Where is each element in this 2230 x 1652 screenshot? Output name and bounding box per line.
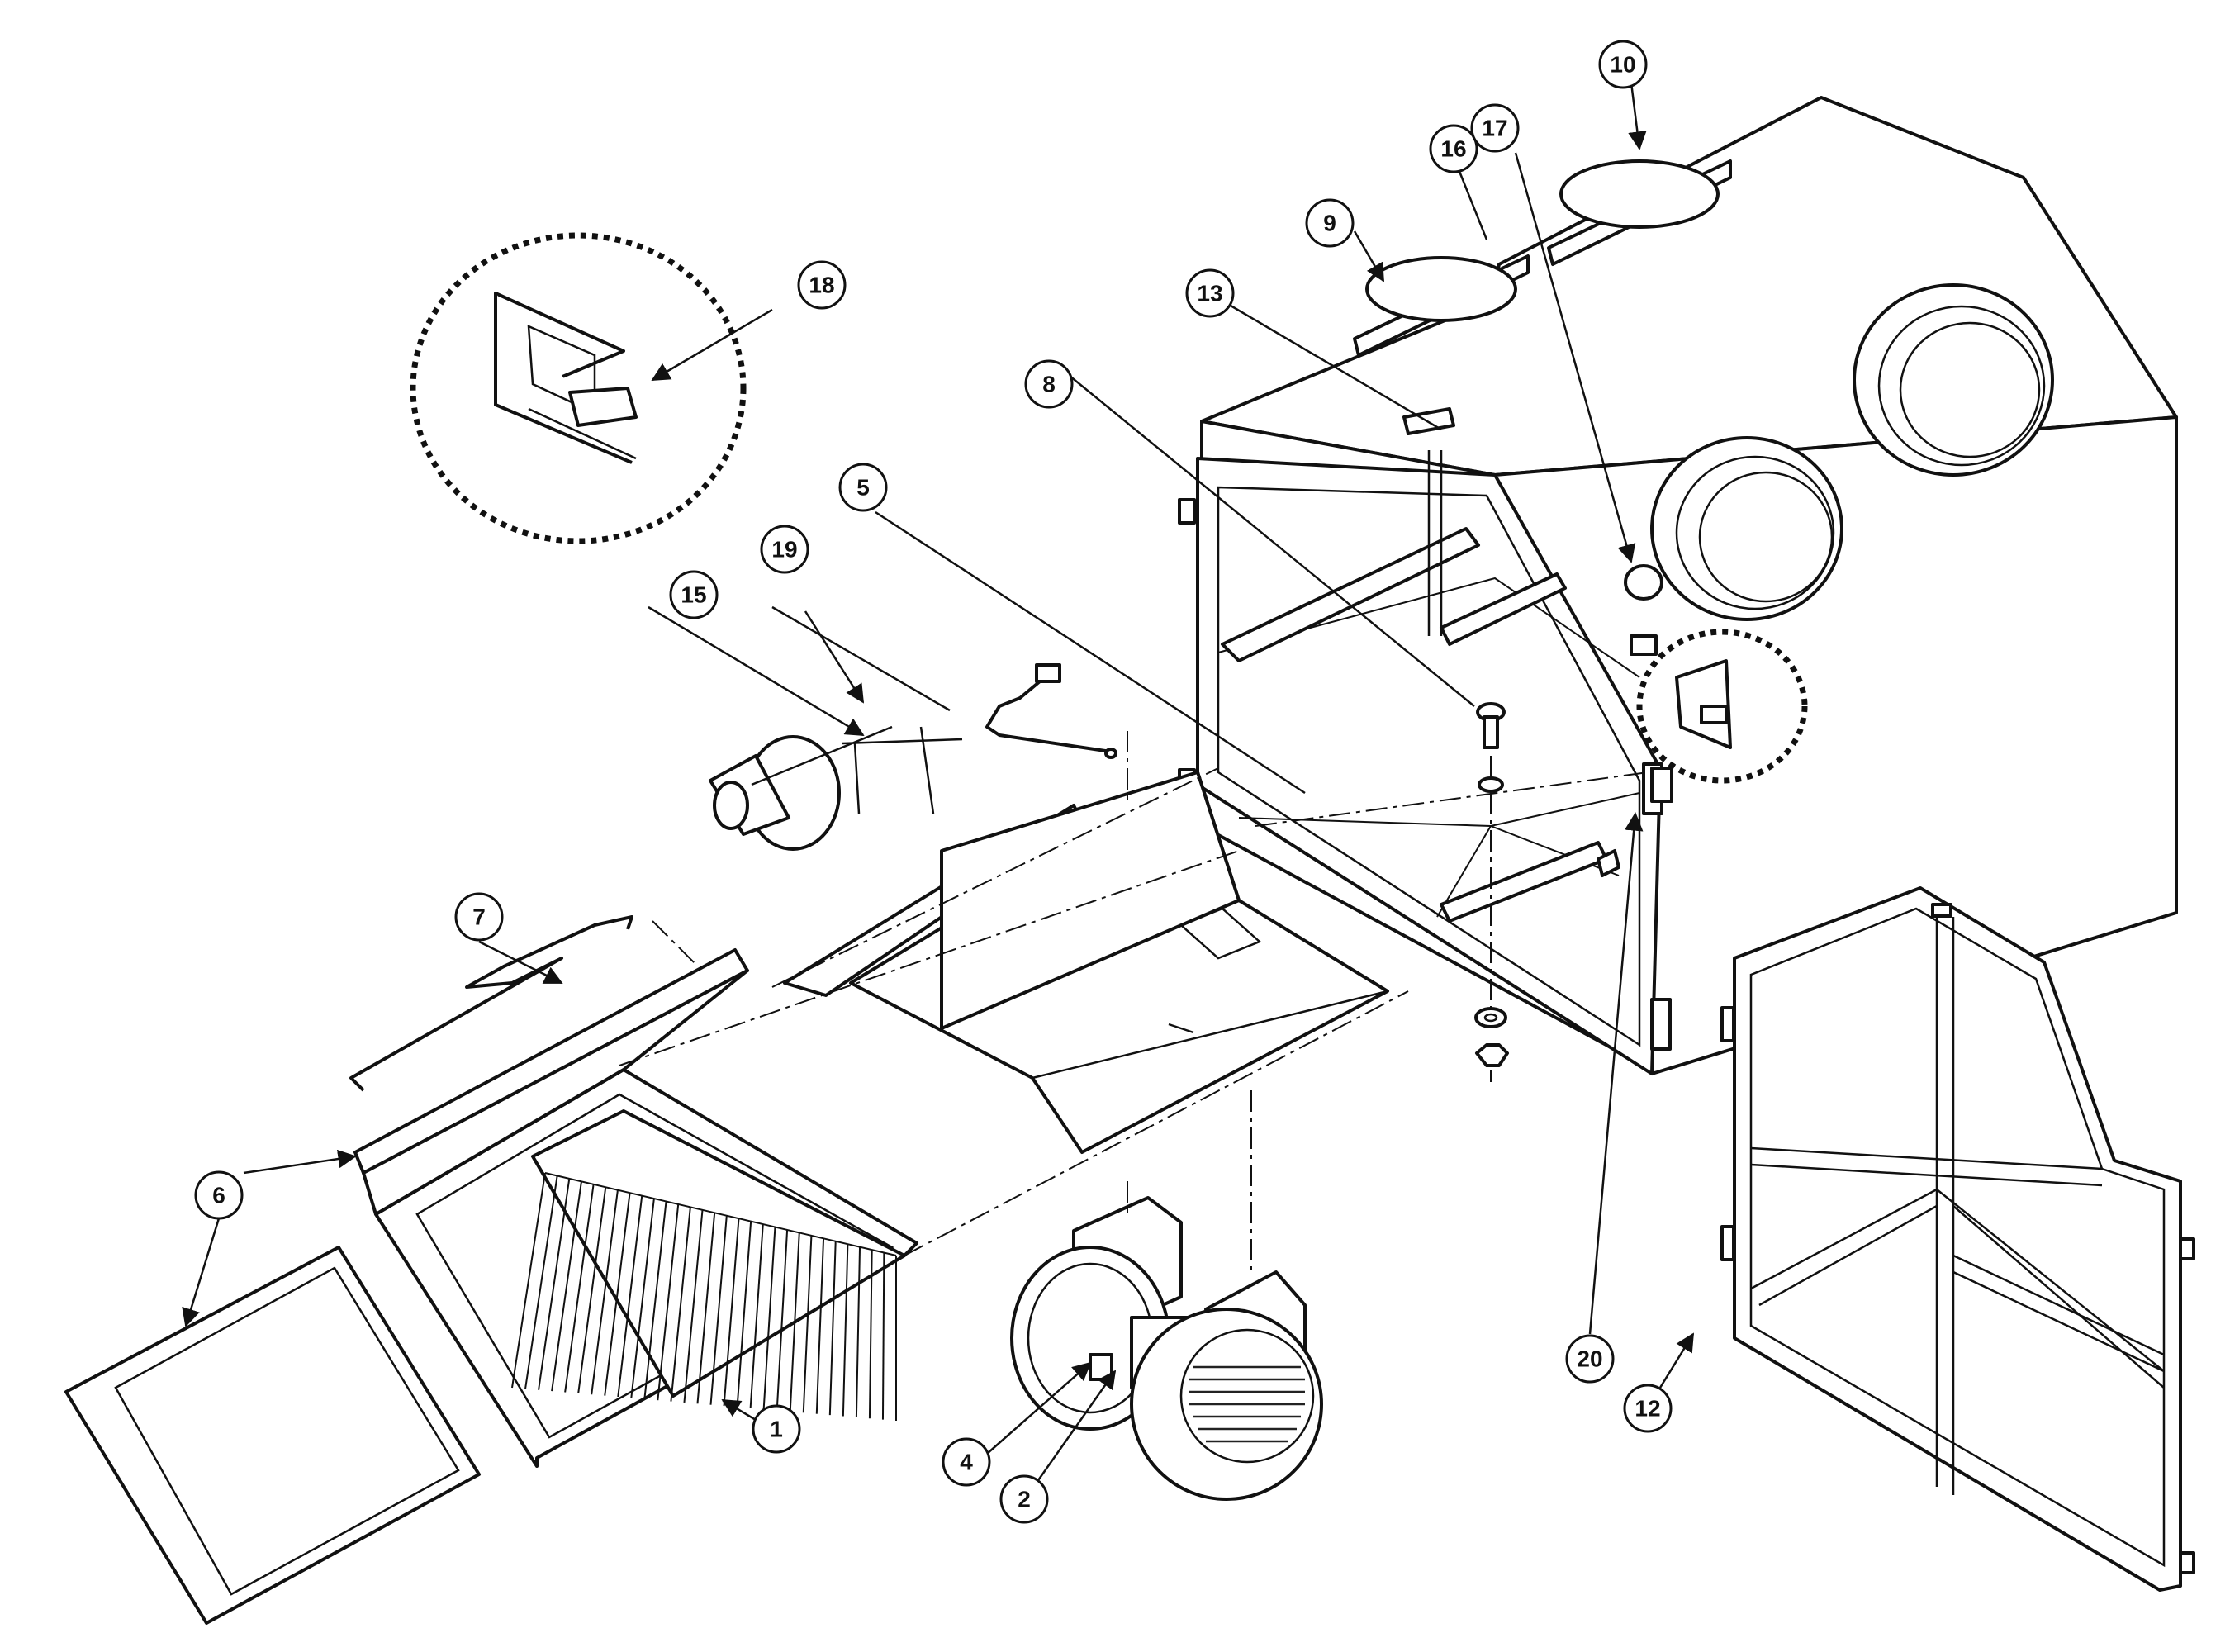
filter-pleat xyxy=(749,1224,764,1408)
bolt-assembly xyxy=(1474,702,1509,1082)
callout-7-label: 7 xyxy=(472,904,486,930)
callout-10: 10 xyxy=(1598,40,1648,89)
assembly-lines xyxy=(619,731,1649,1272)
filter-pleats xyxy=(511,1172,897,1421)
callout-4: 4 xyxy=(942,1437,991,1487)
callout-16-label: 16 xyxy=(1440,136,1466,162)
wire-harness xyxy=(985,663,1117,759)
callout-1-label: 1 xyxy=(770,1417,783,1442)
filter-pleat xyxy=(842,1244,849,1417)
hopper xyxy=(783,771,1389,1154)
filter-pleat xyxy=(881,1252,885,1420)
light-bulb-assembly xyxy=(709,725,963,851)
blower-plug xyxy=(1089,1353,1113,1381)
filter-pleat xyxy=(511,1172,546,1389)
filter-clip xyxy=(349,915,633,1092)
filter-pleat xyxy=(524,1175,558,1389)
filter-pleat xyxy=(604,1193,631,1396)
callout-16: 16 xyxy=(1429,124,1478,173)
callout-5-label: 5 xyxy=(856,475,870,501)
callout-10-label: 10 xyxy=(1610,52,1635,78)
filter-pleat xyxy=(683,1209,704,1403)
callout-4-label: 4 xyxy=(960,1450,973,1475)
filter-pleat xyxy=(696,1213,716,1404)
glove-port-right xyxy=(1853,283,2054,477)
filter-pleat xyxy=(538,1178,571,1390)
callout-15: 15 xyxy=(669,570,719,620)
lower-hinge xyxy=(1650,998,1672,1051)
filter-pleat xyxy=(789,1232,800,1412)
filter-pleat xyxy=(709,1215,728,1405)
filter-pleat xyxy=(643,1201,667,1399)
cabinet-open-end xyxy=(1178,407,1662,1075)
callout-6-lower: 6 xyxy=(194,1170,244,1220)
callout-13: 13 xyxy=(1185,268,1235,318)
callout-15-label: 15 xyxy=(681,582,706,608)
indicator-button xyxy=(1624,564,1663,601)
light-fixture-9 xyxy=(1353,254,1530,357)
filter-pleat xyxy=(762,1227,776,1410)
filter-pleat xyxy=(551,1181,582,1392)
callout-9: 9 xyxy=(1305,198,1355,248)
callout-2-label: 2 xyxy=(1018,1487,1031,1512)
filter-pleat xyxy=(723,1218,740,1407)
blower-grille xyxy=(1189,1365,1305,1443)
callout-18-label: 18 xyxy=(809,273,834,298)
filter-pleat xyxy=(802,1235,813,1413)
callout-19-label: 19 xyxy=(771,537,797,563)
callout-12-label: 12 xyxy=(1635,1396,1660,1422)
filter-pleat xyxy=(657,1203,680,1401)
callout-9-label: 9 xyxy=(1323,211,1336,236)
filter-pleat xyxy=(617,1195,643,1398)
upper-hinge xyxy=(1650,767,1673,803)
cabinet-door xyxy=(1720,886,2195,1592)
callout-1: 1 xyxy=(752,1404,801,1454)
filter-pleat xyxy=(670,1207,691,1402)
callout-20: 20 xyxy=(1565,1334,1615,1384)
callout-6-label: 6 xyxy=(212,1183,225,1208)
filter-pleat xyxy=(591,1189,619,1395)
filter-pleat xyxy=(828,1241,837,1416)
glove-port-left xyxy=(1650,436,1843,621)
callout-2: 2 xyxy=(999,1474,1049,1524)
leader-lines xyxy=(182,82,1695,1483)
filter-pleat xyxy=(868,1250,873,1419)
filter-pleat xyxy=(736,1221,752,1408)
inset-detail-small xyxy=(1636,629,1808,784)
light-fixture-10 xyxy=(1547,159,1732,266)
callout-13-label: 13 xyxy=(1197,281,1222,306)
filter-pleat xyxy=(815,1238,825,1414)
callout-17-label: 17 xyxy=(1482,116,1507,141)
callout-20-label: 20 xyxy=(1577,1346,1602,1372)
callout-5: 5 xyxy=(838,463,888,512)
toggle-switch xyxy=(1630,634,1658,656)
callout-12: 12 xyxy=(1623,1384,1672,1433)
inset-detail-18 xyxy=(410,232,747,544)
callout-7: 7 xyxy=(454,892,504,942)
callout-17: 17 xyxy=(1470,103,1520,153)
drain-fitting xyxy=(1597,849,1620,877)
filter-pleat xyxy=(776,1229,789,1411)
callout-8: 8 xyxy=(1024,359,1074,409)
filter-cover xyxy=(64,1246,481,1625)
filter-pleat xyxy=(564,1184,595,1393)
filter-pleat xyxy=(630,1198,655,1398)
callout-8-label: 8 xyxy=(1042,372,1056,397)
callout-19: 19 xyxy=(760,525,809,574)
filter-pleat xyxy=(577,1187,607,1394)
filter-pleat xyxy=(855,1246,861,1417)
blower-assembly xyxy=(1010,1196,1323,1501)
filter-wedge xyxy=(353,948,749,1216)
callout-18: 18 xyxy=(797,260,847,310)
